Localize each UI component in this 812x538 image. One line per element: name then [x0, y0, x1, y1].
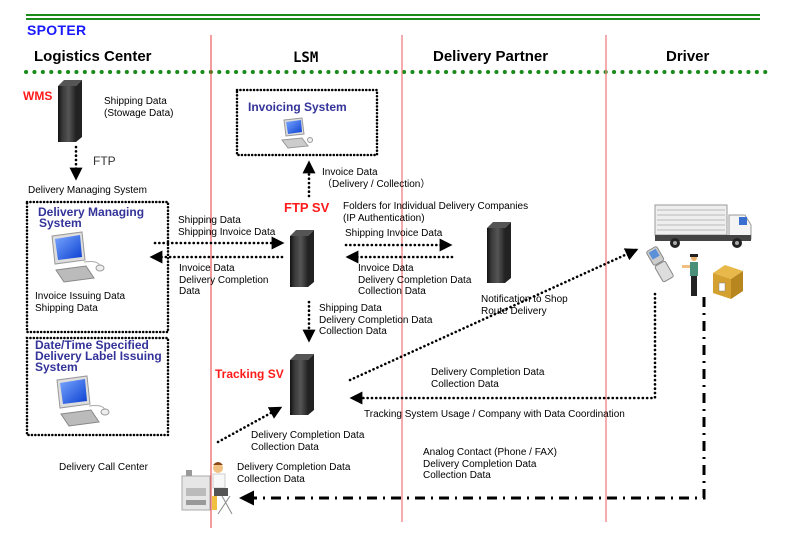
- flow-driver-to-tracking: [349, 292, 657, 405]
- tracking-server-icon: [290, 354, 314, 415]
- ftp-sv-label: FTP SV: [284, 200, 330, 215]
- header-rule: [26, 14, 760, 20]
- ftp-sv-note: Folders for Individual Delivery Companie…: [343, 201, 529, 224]
- invoicing-system-title: Invoicing System: [248, 100, 347, 114]
- tracking-sv-label: Tracking SV: [215, 367, 284, 381]
- invoicing-system-box: [235, 88, 379, 157]
- ftp-server-icon: [290, 230, 314, 287]
- pc-icon: [51, 231, 105, 283]
- driver-person-icon: [682, 254, 698, 296]
- wms-server-icon: [58, 80, 82, 142]
- delivery-managing-system-title: Delivery Managing System: [38, 205, 145, 230]
- delivery-managing-system-box: [25, 200, 170, 334]
- flow-label-invoice-up: Invoice Data（Delivery / Collection）: [322, 167, 431, 190]
- ftp-protocol-label: FTP: [93, 154, 116, 168]
- lane-title-driver: Driver: [666, 48, 710, 65]
- flow-notification-to-driver: [348, 248, 639, 382]
- call-center-operator-icon: [181, 462, 233, 515]
- call-center-label: Delivery Call Center: [59, 462, 148, 473]
- brand-logo: SPOTER: [27, 22, 87, 38]
- flow-callcenter-to-tracking: [216, 406, 283, 444]
- label-issuing-system-title: Date/Time Specified Delivery Label Issui…: [35, 338, 162, 374]
- flow-label-ftp-to-partner: Shipping Invoice Data: [345, 228, 443, 239]
- lane-title-logistics-center: Logistics Center: [34, 48, 152, 65]
- package-icon: [713, 265, 743, 299]
- pc-icon: [281, 117, 313, 149]
- truck-icon: [654, 204, 752, 248]
- flow-analog-driver-to-callcenter: [239, 297, 706, 506]
- pc-icon: [56, 375, 110, 427]
- partner-server-icon: [487, 222, 511, 283]
- lane-title-lsm: LSM: [293, 50, 319, 66]
- flow-label-tracking-usage: Tracking System Usage / Company with Dat…: [364, 409, 625, 420]
- label-issuing-system-box: [25, 336, 170, 437]
- delivery-managing-caption: Delivery Managing System: [28, 185, 147, 196]
- mobile-phone-icon: [646, 246, 674, 283]
- wms-note: Shipping Data(Stowage Data): [104, 96, 174, 119]
- flow-label-analog: Analog Contact (Phone / FAX)Delivery Com…: [423, 447, 557, 481]
- wms-label: WMS: [23, 89, 53, 103]
- lane-title-delivery-partner: Delivery Partner: [433, 48, 549, 65]
